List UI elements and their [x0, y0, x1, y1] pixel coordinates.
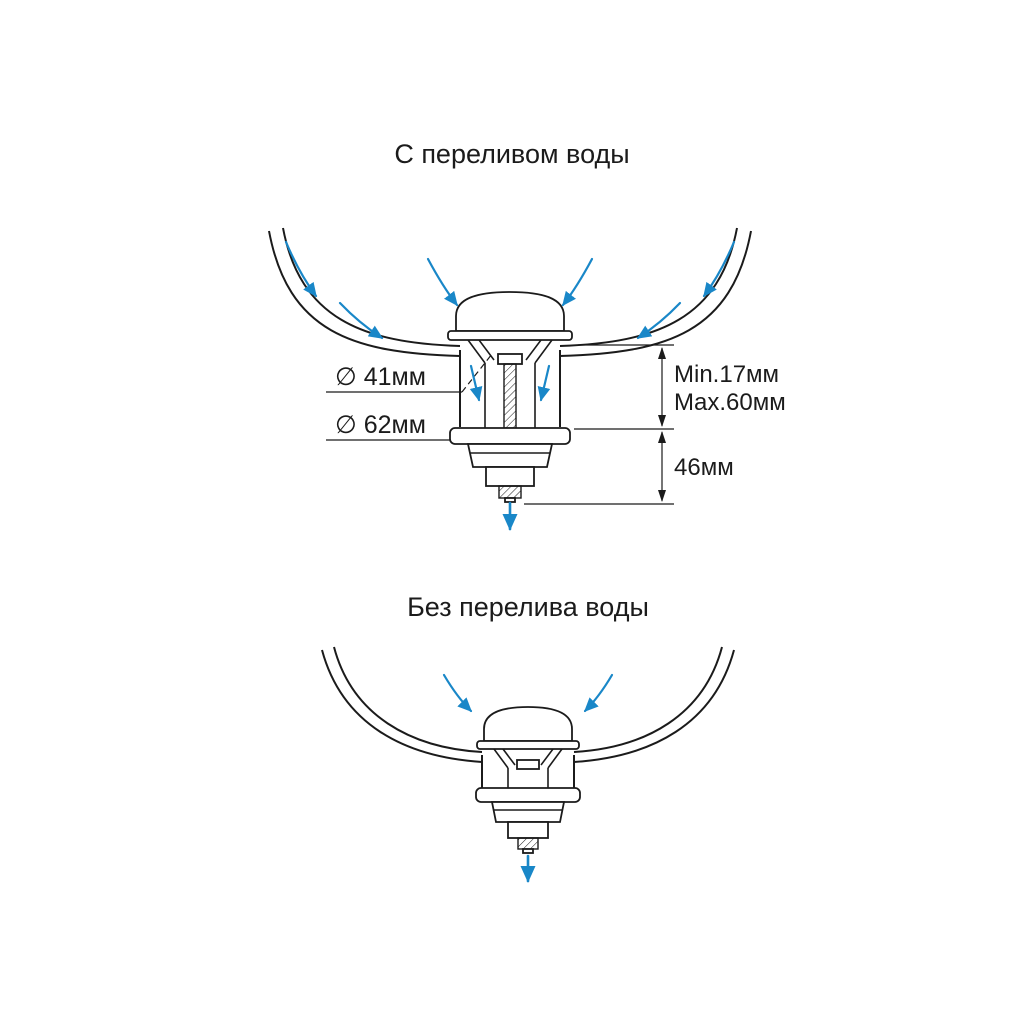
bottom-sink-walls — [321, 646, 735, 788]
water-flow-arrow — [442, 673, 473, 713]
dim-diameter-41-label: ∅ 41мм — [335, 363, 426, 391]
sink-wall-right-outer — [573, 649, 735, 763]
bottom-diagram: Без перелива воды — [321, 592, 735, 883]
drain-locknut — [466, 443, 554, 468]
drain-outlet-tip — [504, 497, 516, 503]
drain-cap-dome — [483, 706, 573, 742]
drain-seat-funnel-left — [467, 339, 486, 364]
drain-seat-funnel-left — [493, 748, 509, 769]
drain-seat-funnel-right — [547, 748, 563, 769]
drain-seat-funnel-left-inner — [502, 748, 516, 766]
top-diagram: С переливом воды — [268, 139, 786, 531]
sink-wall-left-inner — [282, 227, 461, 347]
overflow-channel-arrow — [469, 364, 483, 402]
dim-46-label: 46мм — [674, 454, 734, 481]
top-water-arrows — [284, 240, 736, 531]
drain-seat-funnel-right-inner — [525, 339, 542, 361]
bottom-title: Без перелива воды — [407, 592, 649, 622]
drain-seat-funnel-left-inner — [478, 339, 495, 361]
sink-wall-left-outer — [268, 230, 461, 357]
top-drain-assembly — [447, 291, 573, 503]
bottom-drain-assembly — [475, 706, 581, 854]
drain-outlet-thread — [498, 485, 522, 499]
water-flow-arrow — [284, 240, 318, 298]
top-sink-walls — [268, 227, 752, 427]
drain-seat-funnel-right — [534, 339, 553, 364]
dim-diameter-62-label: ∅ 62мм — [335, 411, 426, 439]
sink-wall-right-inner — [573, 646, 723, 753]
drain-lower-body — [507, 821, 549, 839]
drain-seat-funnel-right-inner — [540, 748, 554, 766]
drain-outlet-tip — [522, 848, 534, 854]
drain-rod-connector — [497, 353, 523, 365]
water-flow-arrow — [561, 257, 594, 307]
drain-cap-dome — [455, 291, 565, 332]
sink-wall-left-outer — [321, 649, 483, 763]
overflow-channel-arrow — [537, 364, 551, 402]
water-flow-arrow — [636, 301, 682, 340]
drain-flange — [449, 427, 571, 445]
drain-locknut — [490, 801, 566, 823]
drain-cap-rim — [447, 330, 573, 341]
water-flow-arrow — [426, 257, 459, 307]
water-flow-arrow — [583, 673, 614, 713]
drain-cap-rim — [476, 740, 580, 750]
drain-threaded-rod — [503, 363, 517, 429]
top-dimensions: ∅ 41мм ∅ 62мм Min.17мм Max.60мм 46мм — [326, 344, 786, 505]
drain-rod-connector — [516, 759, 540, 770]
dim-max-label: Max.60мм — [674, 389, 786, 416]
dim-min-label: Min.17мм — [674, 361, 779, 388]
sink-wall-right-inner — [559, 227, 738, 347]
water-flow-arrow — [702, 240, 736, 298]
top-title: С переливом воды — [394, 139, 629, 169]
water-flow-arrow — [338, 301, 384, 340]
dim-leader-dashed — [461, 353, 493, 393]
sink-wall-left-inner — [333, 646, 483, 753]
drain-outlet-thread — [517, 837, 539, 850]
drain-flange — [475, 787, 581, 803]
sink-wall-right-outer — [559, 230, 752, 357]
bottom-water-arrows — [442, 673, 614, 883]
drain-lower-body — [485, 466, 535, 487]
